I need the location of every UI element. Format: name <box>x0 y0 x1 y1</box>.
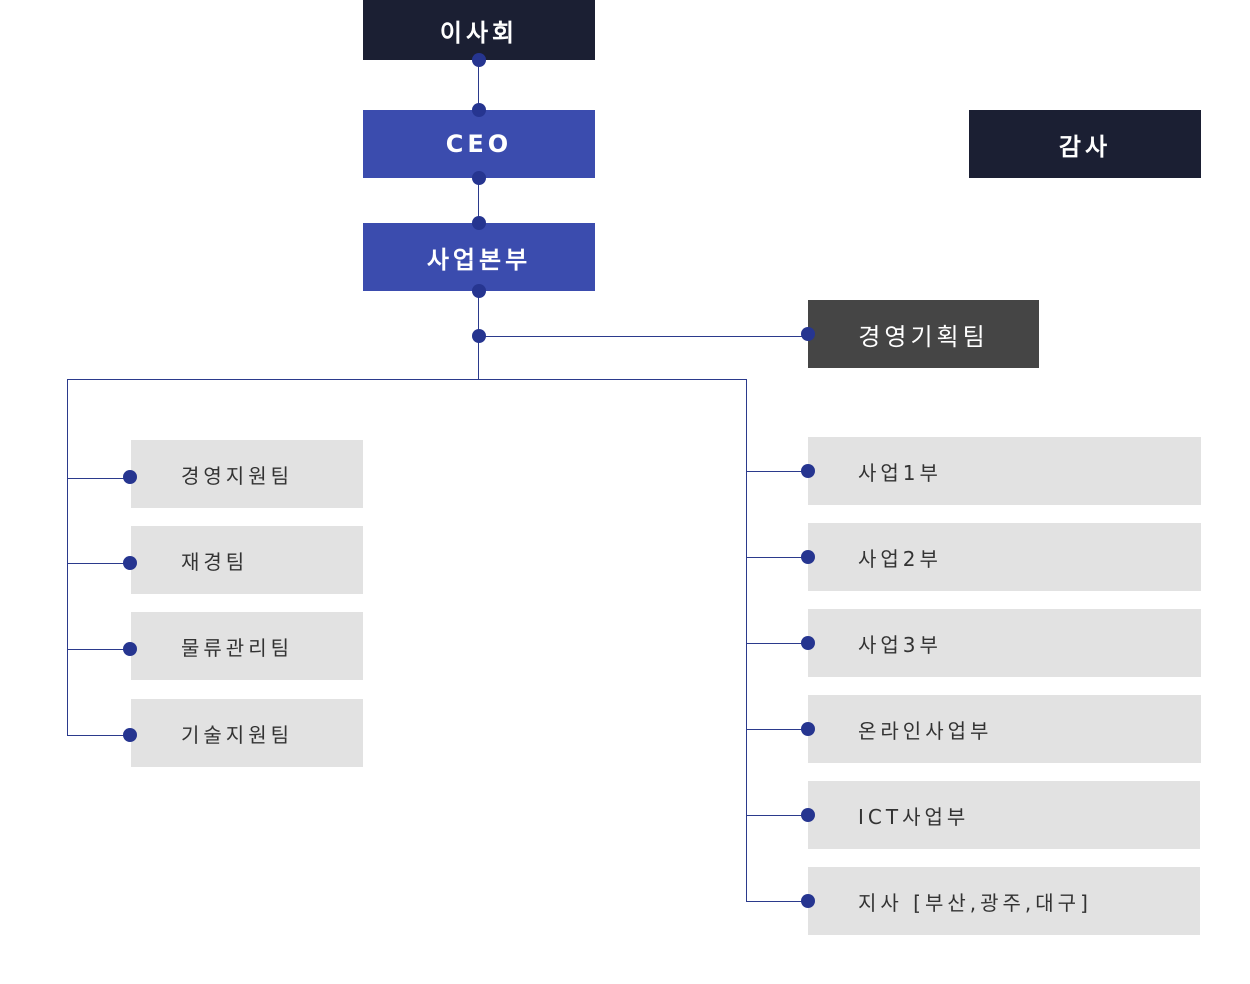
branch-left-4 <box>67 735 131 736</box>
right-dept-box: 사업2부 <box>808 523 1201 591</box>
connector-dot <box>801 464 815 478</box>
branch-left-2 <box>67 563 131 564</box>
right-dept-label: 지사 [부산,광주,대구] <box>858 890 1092 915</box>
board-box: 이사회 <box>363 0 595 60</box>
left-team-label: 기술지원팀 <box>181 722 293 747</box>
division-label: 사업본부 <box>426 245 532 274</box>
connector-dot <box>801 550 815 564</box>
planning-team-label: 경영기획팀 <box>858 322 989 351</box>
branch-left-3 <box>67 649 131 650</box>
connector-dot <box>801 894 815 908</box>
branch-right-3 <box>746 643 808 644</box>
branch-right-5 <box>746 815 808 816</box>
connector-board-ceo <box>478 60 479 110</box>
ceo-box: CEO <box>363 110 595 178</box>
right-dept-label: ICT사업부 <box>858 804 970 829</box>
right-dept-label: 온라인사업부 <box>858 718 993 743</box>
connector-dot <box>472 284 486 298</box>
left-team-label: 재경팀 <box>181 549 249 574</box>
right-dept-box: 온라인사업부 <box>808 695 1201 763</box>
right-dept-box: ICT사업부 <box>808 781 1200 849</box>
connector-dot <box>472 103 486 117</box>
right-dept-label: 사업3부 <box>858 632 942 657</box>
right-dept-label: 사업2부 <box>858 546 942 571</box>
right-dept-box: 사업1부 <box>808 437 1201 505</box>
connector-planning <box>479 336 808 337</box>
audit-box: 감사 <box>969 110 1201 178</box>
audit-label: 감사 <box>1058 132 1112 161</box>
planning-team-box: 경영기획팀 <box>808 300 1039 368</box>
connector-dot <box>472 216 486 230</box>
connector-dot <box>472 329 486 343</box>
left-team-box: 경영지원팀 <box>131 440 363 508</box>
left-team-label: 물류관리팀 <box>181 635 293 660</box>
right-dept-box: 사업3부 <box>808 609 1201 677</box>
connector-dot <box>123 642 137 656</box>
connector-dot <box>472 53 486 67</box>
left-team-label: 경영지원팀 <box>181 463 293 488</box>
connector-ceo-division <box>478 178 479 223</box>
connector-left-vertical <box>67 379 68 736</box>
left-team-box: 기술지원팀 <box>131 699 363 767</box>
branch-left-1 <box>67 478 131 479</box>
connector-dot <box>472 171 486 185</box>
connector-dot <box>801 327 815 341</box>
connector-dot <box>801 722 815 736</box>
connector-dot <box>123 728 137 742</box>
branch-right-1 <box>746 471 808 472</box>
division-box: 사업본부 <box>363 223 595 291</box>
board-label: 이사회 <box>439 18 519 47</box>
connector-dot <box>123 470 137 484</box>
right-dept-label: 사업1부 <box>858 460 942 485</box>
left-team-box: 재경팀 <box>131 526 363 594</box>
connector-dot <box>801 636 815 650</box>
connector-horizontal-bus <box>67 379 747 380</box>
branch-right-2 <box>746 557 808 558</box>
branch-right-4 <box>746 729 808 730</box>
right-dept-box: 지사 [부산,광주,대구] <box>808 867 1200 935</box>
connector-right-vertical <box>746 379 747 902</box>
connector-dot <box>123 556 137 570</box>
branch-right-6 <box>746 901 808 902</box>
left-team-box: 물류관리팀 <box>131 612 363 680</box>
ceo-label: CEO <box>445 130 513 158</box>
connector-dot <box>801 808 815 822</box>
